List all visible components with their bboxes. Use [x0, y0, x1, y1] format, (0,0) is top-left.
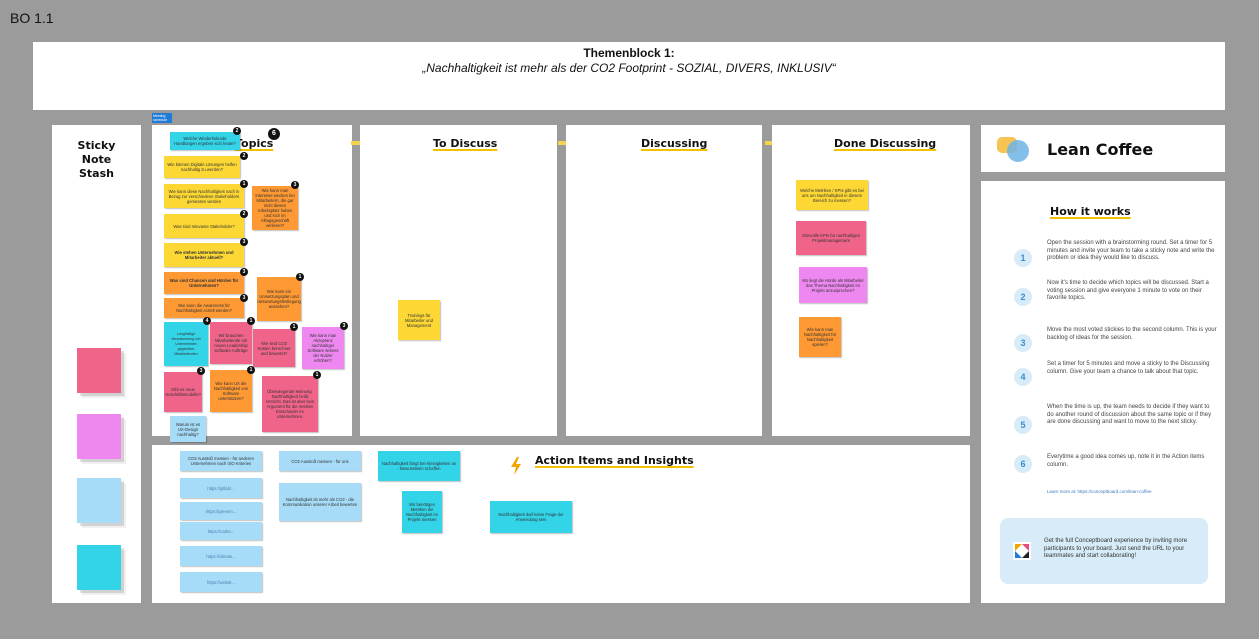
vote-badge: 3 [240, 268, 248, 276]
action-note[interactable]: Nachhaltigkeit darf keine Frage der Anwe… [490, 501, 572, 533]
step-text: Set a timer for 5 minutes and move a sti… [1047, 361, 1210, 375]
topic-note[interactable]: Wie kann die Awareness für Nachhaltigkei… [164, 298, 244, 318]
action-note[interactable]: Nachhaltigkeit ist mehr als CO2 - die Ko… [279, 483, 361, 521]
step-text: Move the most voted stickies to the seco… [1047, 327, 1217, 341]
stash-title: Sticky Note Stash [77, 139, 116, 180]
topic-note[interactable]: Was sind Chancen und Hürden für Unterneh… [164, 272, 244, 294]
topic-note[interactable]: Wie stehen Unternehmen und Mitarbeiter a… [164, 243, 244, 267]
step-text: Everytime a good idea comes up, note it … [1047, 454, 1205, 468]
lightning-icon [511, 457, 521, 475]
done-note[interactable]: Sinnvolle KPIs für nachhaltiges Projektm… [796, 221, 866, 255]
banner-subtitle: „Nachhaltigkeit ist mehr als der CO2 Foo… [422, 61, 836, 75]
step-text: Open the session with a brainstorming ro… [1047, 240, 1215, 261]
vote-badge: 3 [340, 322, 348, 330]
conceptboard-logo-icon [1013, 542, 1031, 560]
action-note[interactable]: CO2 Ausstoß messen - für uns [279, 451, 361, 471]
topics-count-badge: 6 [268, 128, 280, 140]
done-note[interactable]: Wie kann man Nachhaltigkeit für Nachhalt… [799, 317, 841, 357]
action-items-heading: Action Items and Insights [535, 454, 694, 467]
action-note[interactable]: Nachhaltigkeit fängt bei Kleinigkeiten a… [378, 451, 460, 481]
step-number: 4 [1014, 368, 1032, 386]
step-number: 1 [1014, 249, 1032, 267]
step-number: 5 [1014, 416, 1032, 434]
coffee-chat-icon [997, 137, 1029, 162]
lean-coffee-title: Lean Coffee [1047, 140, 1154, 159]
vote-badge: 4 [203, 317, 211, 325]
vote-badge: 1 [313, 371, 321, 379]
link-note[interactable]: https://gitlab/... [180, 478, 262, 498]
topics-heading: Topics [235, 137, 274, 150]
done-note[interactable]: Welche Metriken / KPIs gibt es bei uns u… [796, 180, 868, 210]
link-note[interactable]: https://websit... [180, 572, 262, 592]
link-note[interactable]: https://climate... [180, 546, 262, 566]
step-text: Now it's time to decide which topics wil… [1047, 280, 1209, 301]
sticky-note-stash: Sticky Note Stash [52, 125, 141, 603]
vote-badge: 3 [240, 238, 248, 246]
topic-note[interactable]: Welche Wiederholende Handlungen ergeben … [170, 132, 240, 150]
vote-badge: 1 [247, 317, 255, 325]
link-note[interactable]: https://greenm... [180, 502, 262, 520]
banner-title: Themenblock 1: [583, 46, 675, 60]
step-number: 2 [1014, 288, 1032, 306]
stash-cyan-pad[interactable] [77, 545, 121, 590]
vote-badge: 2 [240, 210, 248, 218]
topic-note[interactable]: Wir brauchen Mitarbeitende mit neuen Lea… [210, 322, 252, 364]
vote-badge: 1 [296, 273, 304, 281]
topic-note[interactable]: Wie kann ein Umsetzungsplan und Verantwo… [257, 277, 301, 321]
to-discuss-note[interactable]: Trainings für Mitarbeiter und Management [398, 300, 440, 340]
vote-badge: 3 [197, 367, 205, 375]
topic-note[interactable]: Wie sind CO2 Kosten berechnet und bewert… [253, 329, 295, 367]
step-number: 3 [1014, 334, 1032, 352]
done-note[interactable]: Wo liegt die Hürde als Mitarbeiter das T… [799, 267, 867, 303]
promo-text: Get the full Conceptboard experience by … [1044, 538, 1188, 559]
how-it-works-panel: How it works 1 Open the session with a b… [981, 181, 1225, 603]
discussing-column: Discussing [566, 125, 762, 436]
to-discuss-column: To Discuss [360, 125, 557, 436]
action-note[interactable]: CO2 Ausstoß messen - für anderen Unterne… [180, 451, 262, 471]
vote-badge: 1 [290, 323, 298, 331]
stash-pink-pad[interactable] [77, 348, 121, 393]
done-heading: Done Discussing [834, 137, 937, 150]
vote-badge: 3 [291, 181, 299, 189]
meeting-tag[interactable]: Meeting schedule [152, 113, 172, 123]
topic-note[interactable]: Warum ist es UX-Design nachhaltig? [170, 416, 206, 442]
topic-note[interactable]: Langfristige Verantwortung von Unternehm… [164, 322, 208, 366]
topic-note[interactable]: Wie können Digitale Lösungen helfen nach… [164, 156, 240, 178]
action-note[interactable]: Wir benötigen Metriken die Nachhaltigkei… [402, 491, 442, 533]
vote-badge: 2 [240, 152, 248, 160]
lean-coffee-header: Lean Coffee [981, 125, 1225, 172]
topic-note[interactable]: Wie kann diese Nachhaltigkeit nach in Be… [164, 184, 244, 208]
topic-note[interactable]: Wie kann UX die Nachhaltigkeit von Softw… [210, 370, 252, 412]
topic-note[interactable]: Überwiegende Meinung: Nachhaltigkeit hei… [262, 376, 318, 432]
discussing-heading: Discussing [641, 137, 708, 150]
step-text: When the time is up, the team needs to d… [1047, 404, 1212, 425]
topic-note[interactable]: Was sind relevante Stakeholder? [164, 214, 244, 238]
topic-note[interactable]: Wie kann man Akzeptanz nachhaltiger Soft… [302, 327, 344, 369]
to-discuss-heading: To Discuss [433, 137, 498, 150]
stash-violet-pad[interactable] [77, 414, 121, 459]
vote-badge: 3 [240, 294, 248, 302]
board-label: BO 1.1 [10, 10, 54, 26]
link-note[interactable]: https://carbo... [180, 522, 262, 540]
learn-more-link[interactable]: Learn more at: https://conceptboard.com/… [1047, 489, 1152, 494]
vote-badge: 2 [233, 127, 241, 135]
stash-lightblue-pad[interactable] [77, 478, 121, 523]
promo-box[interactable]: Get the full Conceptboard experience by … [1000, 518, 1208, 584]
vote-badge: 1 [247, 366, 255, 374]
step-number: 6 [1014, 455, 1032, 473]
topic-note[interactable]: Wie kann man Interesse wecken bei Mitarb… [252, 186, 298, 230]
theme-banner[interactable]: Themenblock 1: „Nachhaltigkeit ist mehr … [33, 42, 1225, 110]
vote-badge: 1 [240, 180, 248, 188]
how-it-works-heading: How it works [1050, 205, 1131, 218]
topic-note[interactable]: Gibt es neue Geschäftsmodelle? [164, 372, 202, 412]
